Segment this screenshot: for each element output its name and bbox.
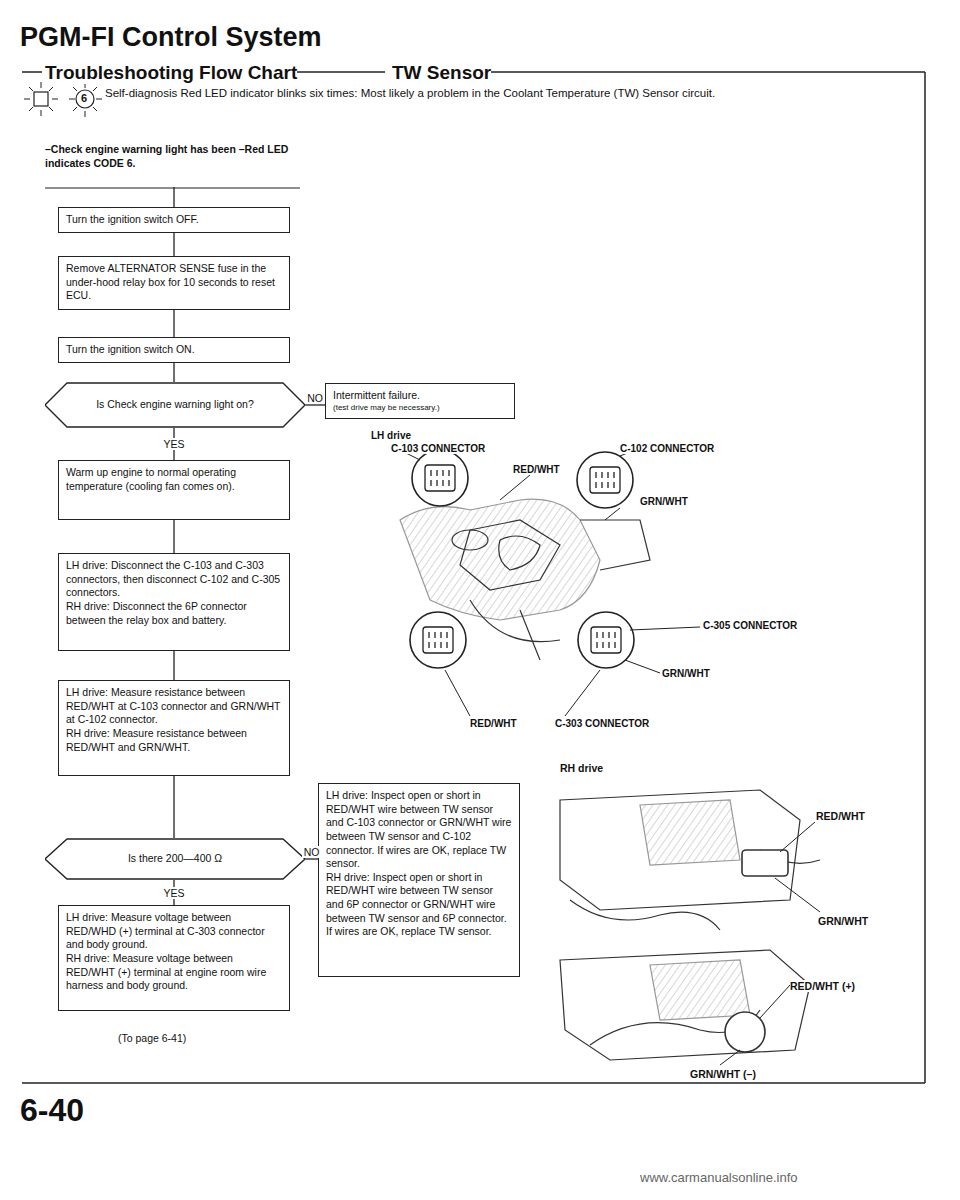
- node-text: LH drive: Measure resistance between RED…: [66, 686, 282, 727]
- process-box: LH drive: Inspect open or short in RED/W…: [318, 783, 520, 977]
- flow-line: [173, 776, 174, 838]
- part-label: 6: [81, 92, 87, 104]
- process-box: Remove ALTERNATOR SENSE fuse in the unde…: [58, 256, 290, 310]
- node-text: Is there 200—400 Ω: [128, 852, 222, 866]
- part-label: TW Sensor: [392, 62, 491, 84]
- node-text: Turn the ignition switch OFF.: [66, 213, 282, 227]
- part-label: RH drive: [560, 762, 603, 774]
- flow-line: [305, 404, 325, 405]
- node-text: Intermittent failure.: [333, 389, 507, 403]
- flow-line: [173, 651, 174, 680]
- part-label: GRN/WHT: [640, 496, 688, 507]
- part-label: RED/WHT (+): [790, 980, 855, 992]
- process-box: Warm up engine to normal operating tempe…: [58, 460, 290, 520]
- flow-line: [305, 858, 318, 859]
- process-box: LH drive: Measure voltage between RED/WH…: [58, 905, 290, 1011]
- part-label: C-305 CONNECTOR: [703, 620, 797, 631]
- page-title: PGM-FI Control System: [20, 22, 322, 53]
- watermark: www.carmanualsonline.info: [640, 1170, 798, 1185]
- part-label: RED/WHT: [816, 810, 865, 822]
- process-box: Intermittent failure.(test drive may be …: [325, 383, 515, 419]
- flow-line: [173, 233, 174, 256]
- process-box: Turn the ignition switch OFF.: [58, 207, 290, 233]
- node-text: Warm up engine to normal operating tempe…: [66, 466, 282, 493]
- note-text: Self-diagnosis Red LED indicator blinks …: [105, 86, 905, 102]
- process-box: LH drive: Disconnect the C-103 and C-303…: [58, 553, 290, 651]
- decision-box: Is Check engine warning light on?: [45, 382, 305, 428]
- node-text: LH drive: Measure voltage between RED/WH…: [66, 911, 282, 952]
- flow-line: [173, 363, 174, 382]
- node-text: RH drive: Inspect open or short in RED/W…: [326, 871, 512, 939]
- process-box: LH drive: Measure resistance between RED…: [58, 680, 290, 776]
- part-label: LH drive: [371, 430, 411, 441]
- part-label: C-103 CONNECTOR: [391, 443, 485, 454]
- part-label: C-303 CONNECTOR: [555, 718, 649, 729]
- process-box: Turn the ignition switch ON.: [58, 337, 290, 363]
- node-text: Remove ALTERNATOR SENSE fuse in the unde…: [66, 262, 282, 303]
- node-text: (test drive may be necessary.): [333, 403, 507, 413]
- node-text: Is Check engine warning light on?: [96, 398, 254, 412]
- node-text: –Check engine warning light has been –Re…: [45, 143, 295, 170]
- edge-label: YES: [161, 887, 186, 899]
- flow-line: [173, 310, 174, 337]
- edge-label: YES: [161, 438, 186, 450]
- decision-box: Is there 200—400 Ω: [45, 838, 305, 880]
- node-text: RH drive: Disconnect the 6P connector be…: [66, 600, 282, 627]
- edge-label: NO: [305, 392, 325, 404]
- part-label: C-102 CONNECTOR: [620, 443, 714, 454]
- edge-label: NO: [302, 846, 322, 858]
- node-text: RH drive: Measure resistance between RED…: [66, 727, 282, 754]
- page-number: 6-40: [20, 1092, 84, 1129]
- node-text: LH drive: Disconnect the C-103 and C-303…: [66, 559, 282, 600]
- part-label: (To page 6-41): [118, 1032, 186, 1044]
- node-text: RH drive: Measure voltage between RED/WH…: [66, 952, 282, 993]
- part-label: GRN/WHT: [818, 915, 868, 927]
- condition-header: –Check engine warning light has been –Re…: [45, 143, 295, 181]
- flow-line: [173, 187, 174, 207]
- part-label: RED/WHT: [513, 464, 560, 475]
- part-label: GRN/WHT (–): [690, 1068, 756, 1080]
- node-text: LH drive: Inspect open or short in RED/W…: [326, 789, 512, 871]
- part-label: RED/WHT: [470, 718, 517, 729]
- part-label: GRN/WHT: [662, 668, 710, 679]
- part-label: Troubleshooting Flow Chart: [45, 62, 297, 84]
- flow-line: [173, 520, 174, 553]
- node-text: Turn the ignition switch ON.: [66, 343, 282, 357]
